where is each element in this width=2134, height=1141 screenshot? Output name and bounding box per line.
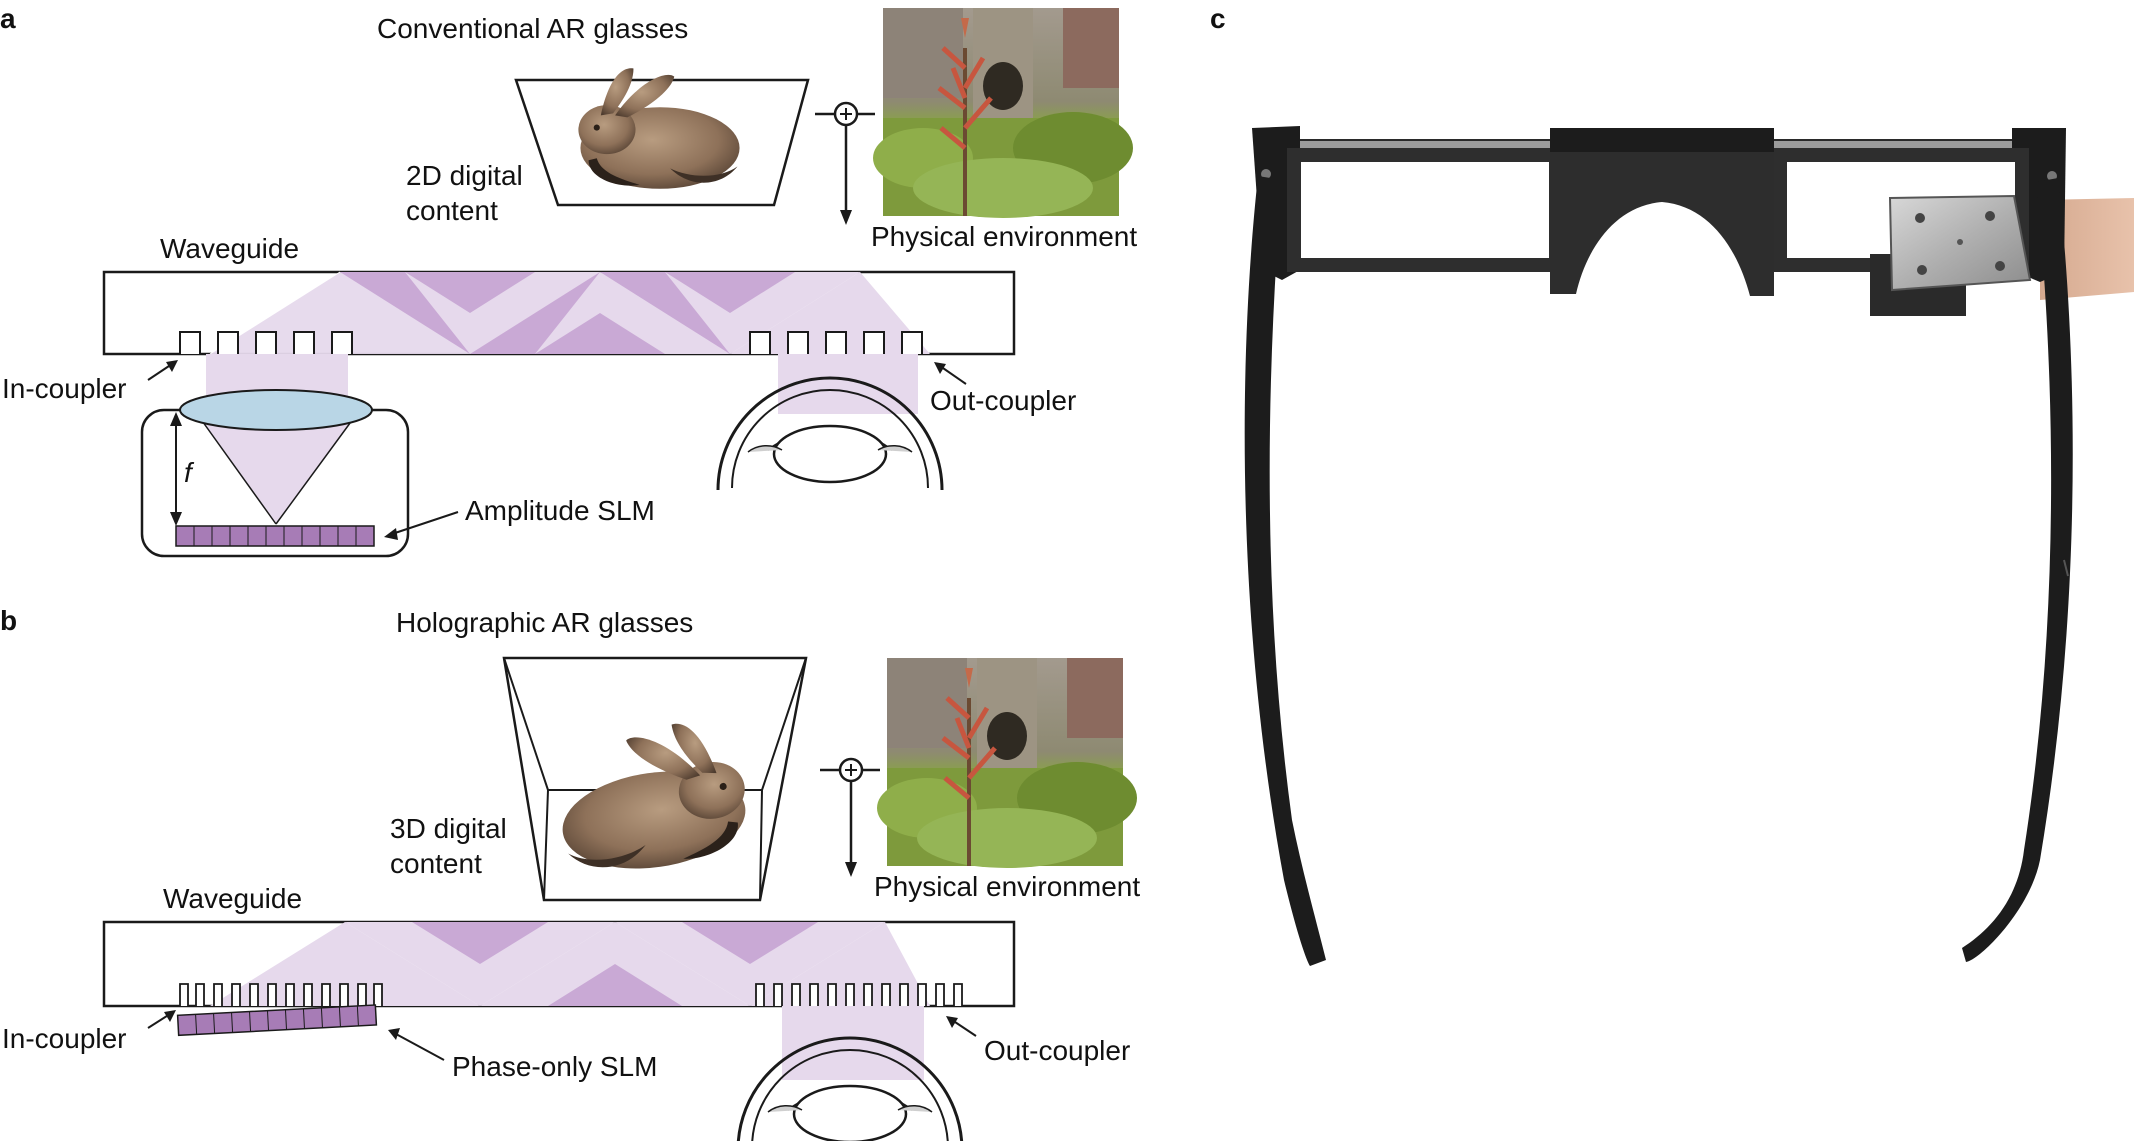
- plant-photo: [873, 8, 1133, 218]
- slm-label: Phase-only SLM: [452, 1051, 657, 1082]
- combine-plus-icon: [820, 757, 880, 877]
- amplitude-slm: [175, 525, 375, 547]
- content-frame: [514, 68, 810, 207]
- outcoupler-label: Out-coupler: [984, 1035, 1130, 1066]
- panel-letter: a: [0, 3, 16, 34]
- content-frame: [502, 656, 808, 902]
- panel-letter: c: [1210, 3, 1226, 34]
- bunny-image: [550, 715, 755, 880]
- incoupler-label: In-coupler: [2, 1023, 127, 1054]
- plant-photo: [877, 658, 1137, 868]
- content-label-line2: content: [390, 848, 482, 879]
- glasses-photo: [1196, 60, 2134, 1000]
- waveguide-label: Waveguide: [163, 883, 302, 914]
- panel-a: a Conventional AR glasses 2D digital con…: [0, 3, 1137, 558]
- env-label: Physical environment: [874, 871, 1140, 902]
- projector-module: f: [140, 354, 410, 558]
- content-label-line1: 2D digital: [406, 160, 523, 191]
- panel-title: Conventional AR glasses: [377, 13, 688, 44]
- panel-b: b Holographic AR glasses 3D digital cont…: [0, 605, 1140, 1141]
- panel-c: c: [1196, 3, 2134, 1000]
- content-label-line2: content: [406, 195, 498, 226]
- content-label-line1: 3D digital: [390, 813, 507, 844]
- waveguide: [102, 270, 1016, 356]
- phase-only-slm: [176, 1004, 378, 1037]
- slm-label: Amplitude SLM: [465, 495, 655, 526]
- panel-title: Holographic AR glasses: [396, 607, 693, 638]
- outcoupler-label: Out-coupler: [930, 385, 1076, 416]
- incoupler-label: In-coupler: [2, 373, 127, 404]
- waveguide-label: Waveguide: [160, 233, 299, 264]
- env-label: Physical environment: [871, 221, 1137, 252]
- focal-label: f: [184, 457, 195, 488]
- panel-letter: b: [0, 605, 17, 636]
- waveguide: [102, 920, 1016, 1008]
- combine-plus-icon: [815, 101, 875, 225]
